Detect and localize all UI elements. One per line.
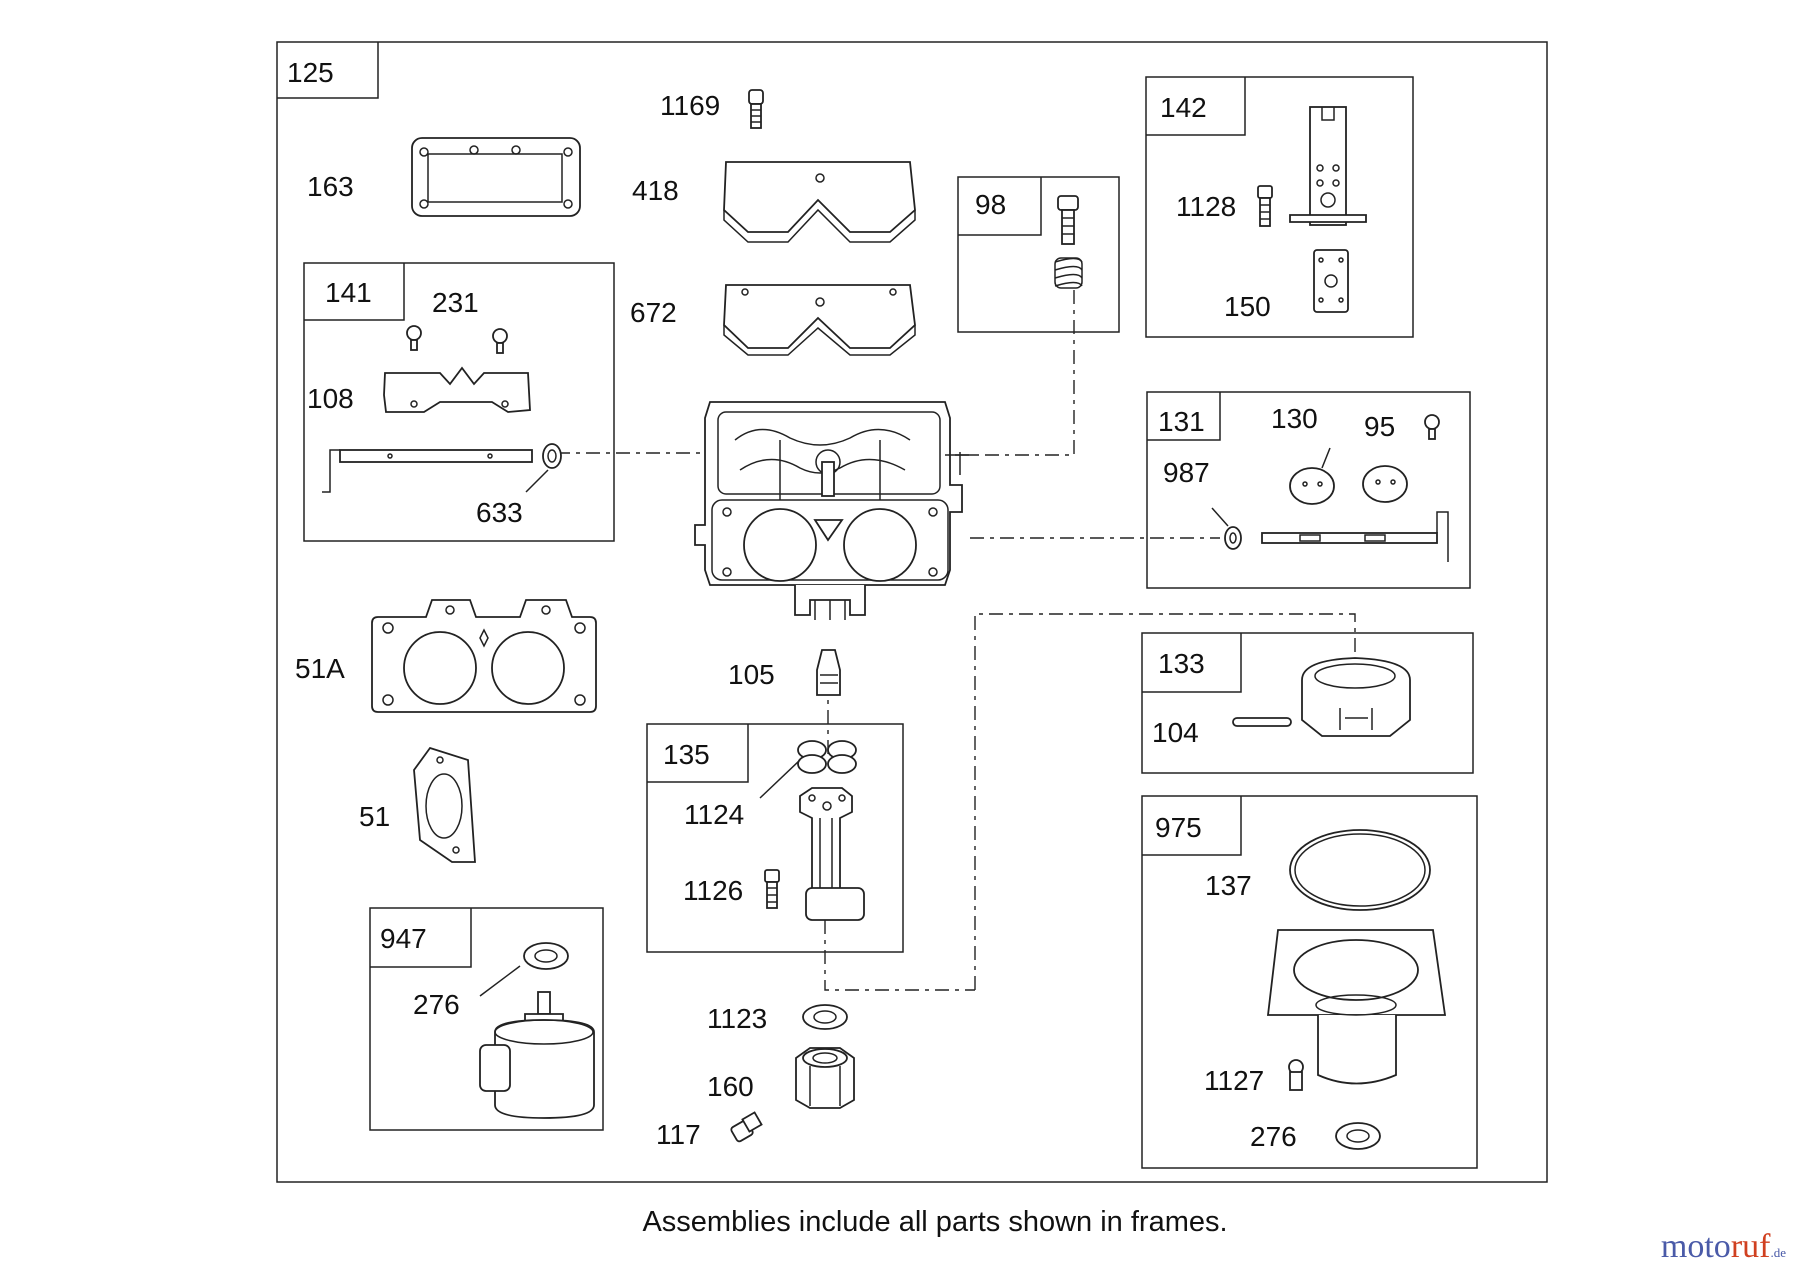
screw-117: 117: [656, 1111, 763, 1150]
choke-shaft: [1261, 511, 1449, 562]
carburetor-body: [694, 401, 975, 620]
part-label-672: 672: [630, 297, 677, 328]
gasket-1123: 1123: [707, 1003, 848, 1034]
frame-label-141: 141: [325, 277, 372, 308]
idle-screw-98: [1054, 195, 1083, 289]
frame-label-98: 98: [975, 189, 1006, 220]
frame-label-947: 947: [380, 923, 427, 954]
washer-987: [1211, 507, 1242, 550]
washer-276-a: [479, 942, 569, 997]
part-label-95: 95: [1364, 411, 1395, 442]
float-133: [1301, 657, 1411, 737]
frame-label-135: 135: [663, 739, 710, 770]
gasket-51A: 51A: [295, 599, 597, 713]
gasket-672: 672: [630, 284, 916, 356]
frame-141: 141 231 108 633: [303, 262, 615, 542]
float-bowl-135: [799, 787, 865, 921]
nut-160: 160: [707, 1047, 855, 1109]
frame-133: 133 104: [1141, 632, 1474, 774]
gasket-163: 163: [307, 137, 581, 217]
screw-95: [1424, 414, 1440, 440]
frame-label-975: 975: [1155, 812, 1202, 843]
air-horn-975: [1266, 929, 1447, 1085]
throttle-plate-108: [383, 366, 531, 413]
frame-975: 975 137 1127 276: [1141, 795, 1478, 1169]
frame-label-131: 131: [1158, 406, 1205, 437]
watermark-suffix: .de: [1770, 1245, 1786, 1260]
assemblies-caption: Assemblies include all parts shown in fr…: [642, 1206, 1228, 1238]
part-label-108: 108: [307, 383, 354, 414]
choke-bracket: [1289, 106, 1367, 226]
part-label-130: 130: [1271, 403, 1318, 434]
part-label-633: 633: [476, 497, 523, 528]
part-label-105: 105: [728, 659, 775, 690]
watermark-accent: ruf: [1730, 1228, 1771, 1265]
frame-98: 98: [957, 176, 1120, 333]
screw-1169: 1169: [660, 89, 764, 129]
frame-142: 142 1128 150: [1145, 76, 1414, 338]
throttle-shaft: [322, 449, 533, 493]
washer-276-b: [1335, 1122, 1381, 1150]
part-label-163: 163: [307, 171, 354, 202]
plate-418: 418: [632, 161, 916, 243]
frame-label-142: 142: [1160, 92, 1207, 123]
part-label-1127: 1127: [1204, 1065, 1264, 1096]
screw-1128: [1257, 185, 1273, 227]
part-label-51A: 51A: [295, 653, 345, 684]
part-label-1123: 1123: [707, 1003, 767, 1034]
watermark-main: moto: [1660, 1228, 1731, 1265]
part-label-1126: 1126: [683, 875, 743, 906]
screw-1126: [764, 869, 780, 909]
solenoid-947: [479, 991, 595, 1119]
gasket-51: 51: [359, 746, 476, 863]
watermark-logo: motoruf.de: [1661, 1228, 1786, 1266]
frame-135: 135 1124 1126: [646, 723, 904, 953]
part-label-1128: 1128: [1176, 191, 1236, 222]
part-label-1124: 1124: [684, 799, 744, 830]
frame-label-133: 133: [1158, 648, 1205, 679]
part-label-137: 137: [1205, 870, 1252, 901]
part-label-51: 51: [359, 801, 390, 832]
screw-1127: [1288, 1059, 1304, 1091]
gasket-1124: [759, 740, 857, 799]
part-label-160: 160: [707, 1071, 754, 1102]
part-label-117: 117: [656, 1119, 701, 1150]
frame-947: 947 276: [369, 907, 604, 1131]
part-label-104: 104: [1152, 717, 1199, 748]
part-label-418: 418: [632, 175, 679, 206]
screw-231: [406, 325, 508, 354]
part-label-987: 987: [1163, 457, 1210, 488]
plate-150: [1313, 249, 1349, 313]
frame-131: 131 130 95 987: [1146, 391, 1471, 589]
needle-105: 105: [728, 649, 841, 696]
frame-125: 125: [276, 41, 1548, 1183]
pin-104: [1232, 717, 1292, 727]
washer-633: [525, 443, 562, 493]
part-label-1169: 1169: [660, 90, 720, 121]
part-label-231: 231: [432, 287, 479, 318]
o-ring-137: [1289, 829, 1431, 911]
frame-label-125: 125: [287, 57, 334, 88]
part-label-276-b: 276: [1250, 1121, 1297, 1152]
part-label-150: 150: [1224, 291, 1271, 322]
part-label-276-a: 276: [413, 989, 460, 1020]
choke-plate-130: [1289, 447, 1408, 505]
